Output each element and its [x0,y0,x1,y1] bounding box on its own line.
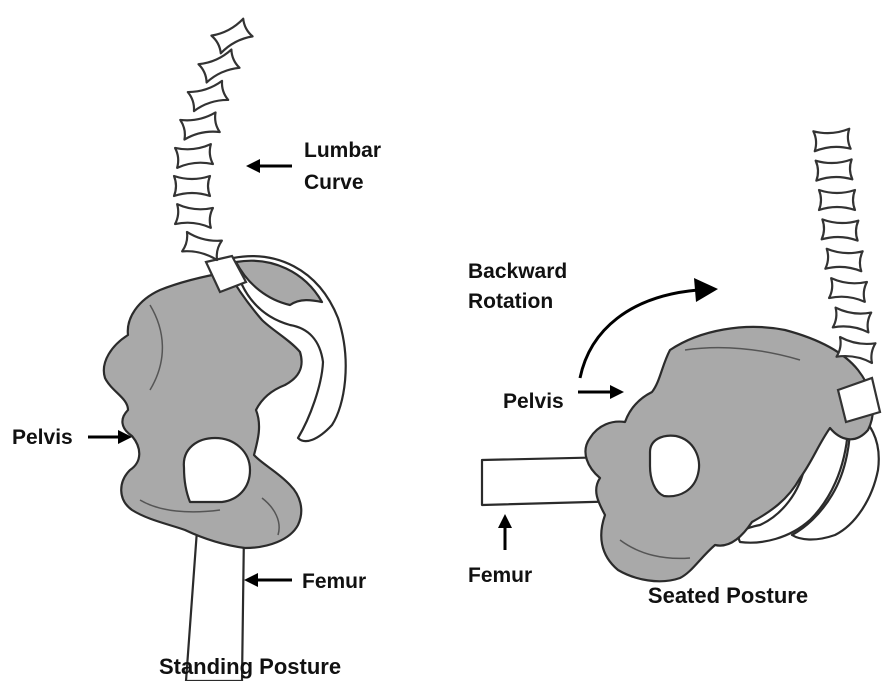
lumbar-curve-label-line1: Lumbar [304,139,381,162]
femur-left-annotation: Femur [244,570,366,593]
seated-posture-caption: Seated Posture [648,583,808,608]
pelvis-left-annotation: Pelvis [12,426,132,449]
femur-left-label: Femur [302,570,366,593]
standing-spine [174,19,253,260]
lumbar-curve-annotation: Lumbar Curve [246,139,381,194]
lumbar-curve-label-line2: Curve [304,171,364,194]
pelvis-left-label: Pelvis [12,426,73,449]
seated-spine [813,129,875,363]
pelvis-right-annotation: Pelvis [503,385,624,413]
backward-rotation-label-line1: Backward [468,260,567,283]
standing-posture-caption: Standing Posture [159,654,341,679]
seated-figure [482,129,880,581]
femur-right-label: Femur [468,564,532,587]
femur-right-annotation: Femur [468,514,532,587]
backward-rotation-label-line2: Rotation [468,290,553,313]
pelvis-right-label: Pelvis [503,390,564,413]
